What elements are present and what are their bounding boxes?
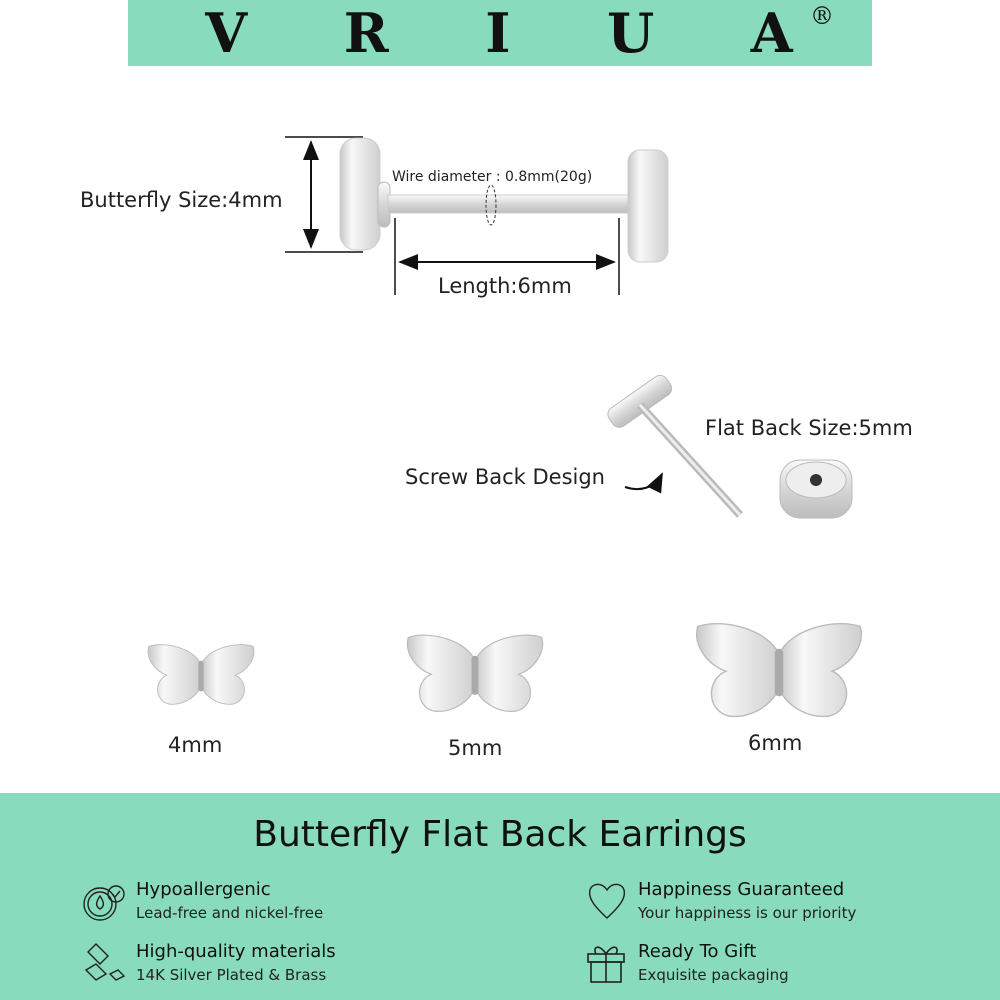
logo-letter: A [750, 1, 795, 65]
size-label-5mm: 5mm [448, 736, 503, 760]
length-label: Length:6mm [438, 274, 572, 298]
butterfly-size-label: Butterfly Size:4mm [80, 188, 283, 212]
product-title: Butterfly Flat Back Earrings [253, 814, 747, 855]
feature-subtitle: Your happiness is our priority [638, 904, 857, 922]
feature-title: Happiness Guaranteed [638, 879, 845, 900]
feature-title: High-quality materials [136, 941, 336, 962]
feature-subtitle: 14K Silver Plated & Brass [136, 966, 327, 984]
size-label-4mm: 4mm [168, 733, 223, 757]
butterfly-6mm [696, 622, 862, 718]
butterfly-5mm [406, 634, 544, 712]
logo-letter: R [343, 1, 391, 65]
logo-letter: U [607, 1, 657, 65]
screw-back-view [607, 374, 853, 519]
product-diagram [147, 136, 862, 718]
heart-icon [588, 883, 626, 919]
butterfly-4mm [147, 644, 255, 705]
flat-back-size-label: Flat Back Size:5mm [705, 416, 913, 440]
logo-letter: V [205, 1, 250, 65]
gift-icon [587, 946, 625, 983]
feature-title: Hypoallergenic [136, 879, 271, 900]
feature-materials: High-quality materials 14K Silver Plated … [82, 940, 336, 986]
wire-diameter-label: Wire diameter : 0.8mm(20g) [392, 169, 593, 185]
feature-title: Ready To Gift [638, 941, 757, 962]
brand-logo-banner: V R I U A ® [128, 0, 872, 66]
features-panel [0, 793, 1000, 1000]
hypoallergenic-drop-icon [83, 885, 125, 921]
logo-letter: I [485, 1, 513, 65]
earring-side-view [285, 136, 669, 295]
registered-mark: ® [810, 2, 834, 30]
screw-back-label: Screw Back Design [405, 465, 605, 489]
feature-subtitle: Exquisite packaging [638, 966, 789, 984]
size-label-6mm: 6mm [748, 731, 803, 755]
metal-bars-icon [84, 943, 126, 981]
feature-subtitle: Lead-free and nickel-free [136, 904, 324, 922]
